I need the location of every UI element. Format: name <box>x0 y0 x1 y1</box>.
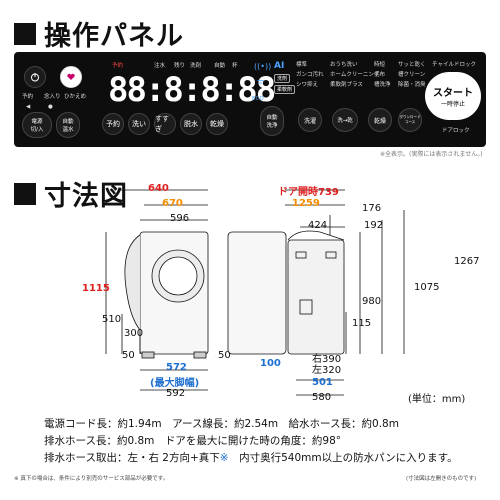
mode-wash-dry-button[interactable]: 洗→乾 <box>332 108 358 132</box>
dim-1115: 1115 <box>82 283 110 294</box>
softener-tag: 柔軟剤 <box>274 85 296 94</box>
pause-label: 一時停止 <box>440 101 465 108</box>
display-label-detergent: 洗剤 <box>190 63 202 69</box>
power-icon <box>31 73 39 82</box>
ai-label: AI <box>274 61 285 71</box>
side-view-left <box>227 231 287 355</box>
dim-596: 596 <box>170 213 190 224</box>
dim-door-open: ドア開時739 <box>278 187 339 198</box>
detergent-tag: 洗剤 <box>274 74 291 83</box>
download-course-button[interactable]: ダウンロードコース <box>398 108 422 132</box>
control-panel: 予約 念入り ひかえめ ◀ ● 予約 注水 残り 洗剤 自動 杯 88:8:8:… <box>14 52 486 147</box>
heart-icon <box>67 73 75 80</box>
spec-line-1: 電源コード長：約1.94m アース線長：約2.54m 給水ホース長：約0.8m <box>44 418 399 430</box>
dim-670: 670 <box>162 198 183 209</box>
start-label: スタート <box>433 88 473 99</box>
panel-left-label: 予約 <box>22 94 34 100</box>
dimensions-section-title: 寸法図 <box>14 174 128 213</box>
dim-176: 176 <box>362 203 382 214</box>
dim-580: 580 <box>312 392 332 403</box>
rinse-button[interactable]: すすぎ <box>154 113 176 135</box>
spin-button[interactable]: 脱水 <box>180 113 202 135</box>
panel-left-label: ひかえめ <box>64 94 87 100</box>
dim-640: 640 <box>148 183 169 194</box>
wifi-sub-icon: ᯤ <box>257 77 265 86</box>
childlock-label: チャイルドロック <box>432 62 476 68</box>
dim-100: 100 <box>260 358 281 369</box>
dim-510: 510 <box>102 314 122 325</box>
auto-warm-button[interactable]: 自動 温水 <box>56 112 80 138</box>
course-blanket[interactable]: 毛布 <box>374 72 386 78</box>
dim-592: 592 <box>166 388 186 399</box>
display-label-water: 注水 <box>154 63 166 69</box>
display-label-remaining: 残り <box>174 63 186 69</box>
dim-115: 115 <box>352 318 372 329</box>
footnote-left: ※ 真下の場合は、条件により別売のサービス部品が必要です。 <box>14 476 169 482</box>
dim-1259: 1259 <box>292 198 320 209</box>
panel-left-label: 念入り <box>44 94 61 100</box>
dim-1075: 1075 <box>414 282 440 293</box>
dim-max-leg-width: (最大脚幅) <box>150 378 200 389</box>
square-bullet-icon <box>14 22 36 45</box>
start-button[interactable]: スタート 一時停止 <box>425 72 481 120</box>
self-clean-mini-button[interactable] <box>60 66 82 88</box>
panel-note: ※全表示。(実際には表示されません。) <box>380 151 483 158</box>
doorlock-label: ドアロック <box>442 128 470 134</box>
display-label-auto: 自動 <box>214 63 226 69</box>
dim-right-390: 右390 <box>312 354 342 365</box>
footnote-star: ※ <box>219 452 229 464</box>
mode-dry-button[interactable]: 乾燥 <box>368 108 392 132</box>
eco-label: ECO <box>252 96 264 102</box>
power-toggle-button[interactable]: 電源 切/入 <box>22 112 52 138</box>
wifi-icon: ((•)) <box>254 62 272 71</box>
square-bullet-icon <box>14 182 36 205</box>
front-view-open-door <box>124 234 141 331</box>
mode-wash-button[interactable]: 洗濯 <box>298 108 322 132</box>
panel-section-title: 操作パネル <box>14 14 184 53</box>
footnote-right: (寸法図は左開きのものです) <box>406 476 477 482</box>
power-button[interactable] <box>24 66 46 88</box>
side-view-right <box>287 239 345 355</box>
course-quick-dry[interactable]: サッと乾く <box>398 62 426 68</box>
dim-1267: 1267 <box>454 256 480 267</box>
dimension-drawing <box>105 189 405 396</box>
unit-label: (単位：mm) <box>408 394 466 405</box>
course-home-cleaning[interactable]: ホームクリーニング <box>330 72 380 78</box>
display-label-cup: 杯 <box>232 63 238 69</box>
course-sanitize[interactable]: 除菌・消臭 <box>398 82 426 88</box>
seven-segment-display: 88:8:8:88 <box>108 70 276 110</box>
dim-424: 424 <box>308 220 328 231</box>
dim-50-right: 50 <box>218 350 231 361</box>
dry-button[interactable]: 乾燥 <box>206 113 228 135</box>
dim-50-left: 50 <box>122 350 135 361</box>
course-softener-plus[interactable]: 柔軟剤プラス <box>330 82 363 88</box>
dim-980: 980 <box>362 296 382 307</box>
course-wrinkle[interactable]: シワ抑え <box>296 82 319 88</box>
indicator-dot-icon: ◀ <box>26 104 31 110</box>
display-label-reserve: 予約 <box>112 63 124 69</box>
dim-572: 572 <box>166 362 187 373</box>
course-home-wash[interactable]: おうち洗い <box>330 62 358 68</box>
course-standard[interactable]: 標準 <box>296 62 308 68</box>
course-tub-clean[interactable]: 槽クリーン <box>398 72 426 78</box>
dim-501: 501 <box>312 377 333 388</box>
dim-192: 192 <box>364 220 384 231</box>
spec-line-3: 排水ホース取出：左・右 2方向+真下※ 内寸奥行540mm以上の防水パンに入りま… <box>44 452 458 464</box>
indicator-dot-icon: ● <box>48 104 53 110</box>
course-tough-stains[interactable]: ガンコ汚れ <box>296 72 324 78</box>
wash-button[interactable]: 洗い <box>128 113 150 135</box>
course-quick[interactable]: 時短 <box>374 62 386 68</box>
spec-line-2: 排水ホース長：約0.8m ドアを最大に開けた時の角度：約98° <box>44 435 342 447</box>
dim-left-320: 左320 <box>312 365 342 376</box>
dim-300: 300 <box>124 328 144 339</box>
reserve-button[interactable]: 予約 <box>102 113 124 135</box>
self-clean-button[interactable]: 自動 洗浄 <box>260 106 284 136</box>
course-tub-wash[interactable]: 槽洗浄 <box>374 82 391 88</box>
